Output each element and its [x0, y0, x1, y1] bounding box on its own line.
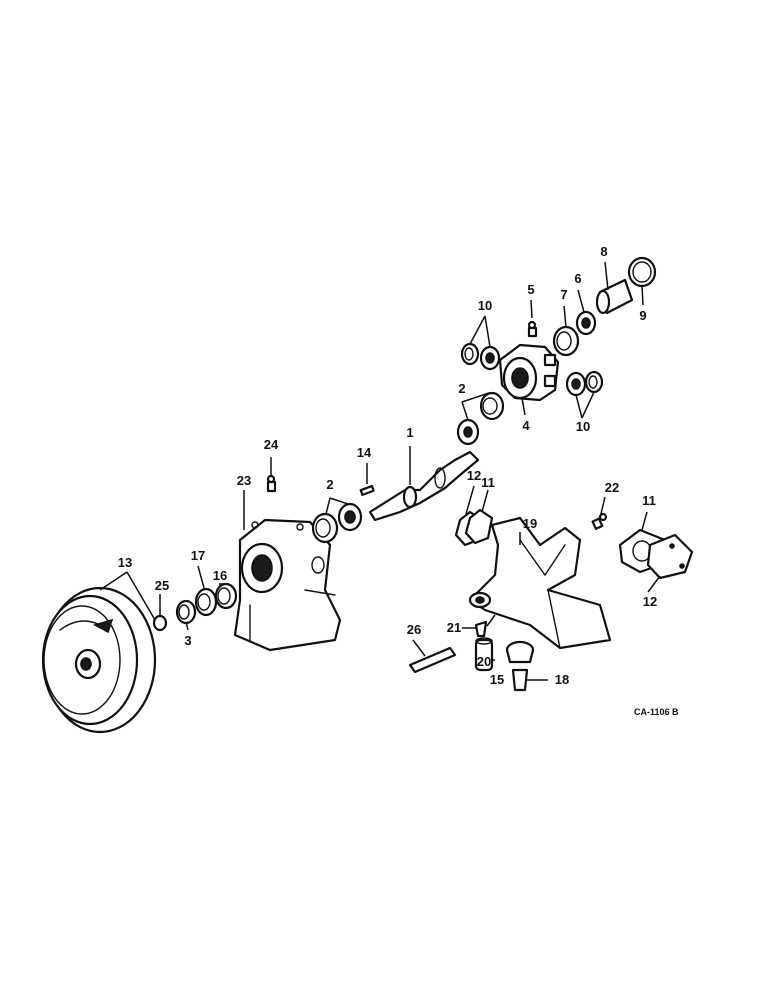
callouts: 1 2 2 3 4 5 6 7 8 9 10 10 11 11 12 12 13… [118, 244, 657, 687]
bearing-10-cup-lower [584, 370, 604, 394]
bearing-cup [311, 512, 339, 544]
bearing-7 [552, 325, 580, 357]
bushing [175, 599, 197, 625]
callout-11-left: 11 [481, 475, 495, 490]
knuckle [498, 343, 560, 402]
callout-17: 17 [191, 548, 205, 563]
callout-5: 5 [527, 282, 534, 297]
shaft [368, 450, 480, 522]
fitting-22 [591, 512, 608, 530]
callout-4: 4 [522, 418, 530, 433]
bearing-cup-upper [479, 391, 505, 421]
housing [233, 518, 342, 652]
cup-15 [505, 640, 535, 664]
steering-arm [468, 516, 612, 650]
snap-ring-9 [627, 256, 657, 288]
callout-13: 13 [118, 555, 132, 570]
nut [152, 614, 168, 632]
callout-19: 19 [523, 516, 537, 531]
callout-1: 1 [406, 425, 413, 440]
callout-11-right: 11 [642, 493, 656, 508]
callout-10-upper: 10 [478, 298, 492, 313]
key [359, 484, 375, 496]
callout-2-upper: 2 [458, 381, 465, 396]
cap-8 [595, 278, 634, 315]
callout-12-right: 12 [643, 594, 657, 609]
gasket-11 [464, 508, 494, 545]
lever-26 [408, 646, 457, 674]
washer [214, 582, 238, 610]
callout-12-left: 12 [467, 468, 481, 483]
callout-18: 18 [555, 672, 569, 687]
callout-25: 25 [155, 578, 169, 593]
callout-24: 24 [264, 437, 279, 452]
fitting-5 [527, 320, 538, 338]
callout-6: 6 [574, 271, 581, 286]
callout-22: 22 [605, 480, 619, 495]
drawing-code: CA-1106 B [634, 707, 679, 717]
seal [194, 587, 218, 617]
callout-9: 9 [639, 308, 646, 323]
bearing-10-cup [460, 342, 480, 366]
grease-fitting [266, 474, 277, 493]
callout-16: 16 [213, 568, 227, 583]
bearing-10-cone-lower [565, 371, 587, 397]
bearing-cone [337, 502, 363, 532]
callout-7: 7 [560, 287, 567, 302]
callout-21: 21 [447, 620, 461, 635]
pin-21 [474, 620, 488, 638]
callout-14: 14 [357, 445, 372, 460]
pulley [41, 586, 157, 734]
callout-15: 15 [490, 672, 504, 687]
callout-26: 26 [407, 622, 421, 637]
leader-lines [99, 261, 661, 681]
callout-8: 8 [600, 244, 607, 259]
bearing-cone-upper [456, 418, 480, 446]
callout-2-lower: 2 [326, 477, 333, 492]
bearing-10-cone [479, 345, 501, 371]
bearing-6 [575, 310, 597, 336]
cover-12-right [646, 533, 694, 580]
callout-3: 3 [184, 633, 191, 648]
sleeve-20 [474, 637, 494, 672]
callout-23: 23 [237, 473, 251, 488]
plug-18 [511, 668, 529, 692]
callout-20: 20 [477, 654, 491, 669]
callout-10-lower: 10 [576, 419, 590, 434]
